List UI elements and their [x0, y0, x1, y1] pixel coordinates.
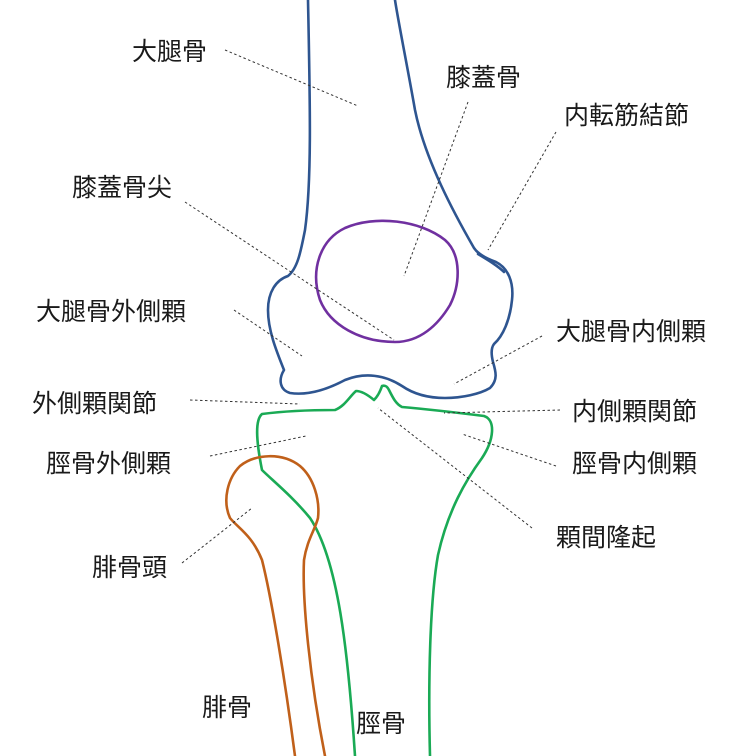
- fibula-outline: [225, 454, 327, 756]
- label-adductor-tubercle: 内転筋結節: [564, 101, 689, 130]
- adductor-tubercle-line: [476, 252, 506, 274]
- label-medial-femoral-condyle: 大腿骨内側顆: [556, 317, 706, 346]
- label-lateral-tibial-condyle: 脛骨外側顆: [46, 449, 171, 478]
- label-fibular-head: 腓骨頭: [92, 553, 167, 582]
- leader-lateral-condyle-joint: [189, 399, 301, 405]
- label-medial-tibial-condyle: 脛骨内側顆: [572, 449, 697, 478]
- leader-lines: [181, 49, 561, 564]
- femur-outline: [266, 0, 514, 400]
- leader-intercondylar-eminence: [377, 407, 533, 529]
- patella-outline: [314, 219, 459, 344]
- label-femur: 大腿骨: [132, 37, 207, 66]
- leader-medial-femoral-condyle: [453, 335, 543, 385]
- label-lateral-femoral-condyle: 大腿骨外側顆: [36, 297, 186, 326]
- leader-lateral-tibial-condyle: [209, 435, 307, 457]
- leader-patella-apex: [184, 201, 395, 341]
- label-intercondylar-eminence: 顆間隆起: [556, 523, 656, 552]
- label-patella-apex: 膝蓋骨尖: [72, 173, 172, 202]
- leader-adductor-tubercle: [487, 131, 557, 251]
- leader-fibular-head: [181, 507, 253, 564]
- label-medial-condyle-joint: 内側顆関節: [572, 397, 697, 426]
- bones: [225, 0, 514, 756]
- label-fibula: 腓骨: [202, 693, 252, 722]
- label-patella: 膝蓋骨: [446, 63, 521, 92]
- leader-medial-tibial-condyle: [461, 433, 557, 467]
- labels: 大腿骨 膝蓋骨 内転筋結節 膝蓋骨尖 大腿骨外側顆 大腿骨内側顆 外側顆関節 内…: [32, 37, 706, 738]
- leader-patella: [403, 101, 469, 277]
- leader-femur: [224, 49, 359, 107]
- tibia-outline: [255, 384, 494, 756]
- leader-medial-condyle-joint: [443, 409, 561, 414]
- label-tibia: 脛骨: [356, 709, 406, 738]
- label-lateral-condyle-joint: 外側顆関節: [32, 389, 157, 418]
- leader-lateral-femoral-condyle: [233, 309, 303, 357]
